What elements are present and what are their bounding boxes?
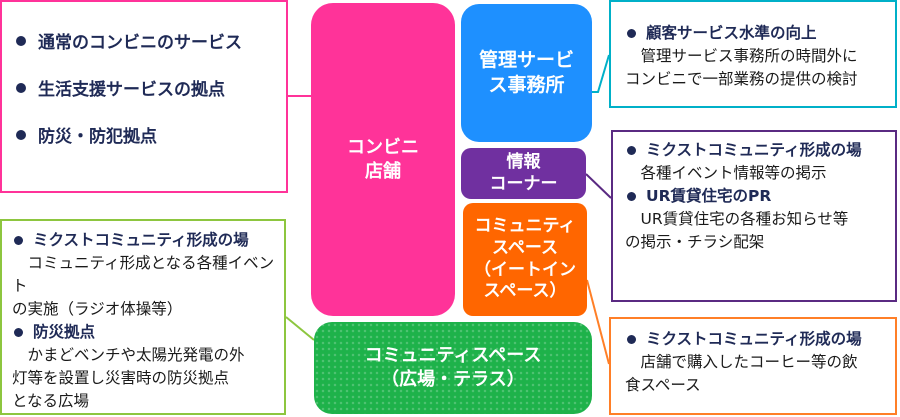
bullet-icon — [627, 146, 636, 155]
bullet-icon — [14, 328, 23, 337]
store-service-label: 防災・防犯拠点 — [38, 127, 157, 147]
info-item-title: ミクストコミュニティ形成の場 — [625, 139, 891, 162]
management-description-box: 顧客サービス水準の向上 管理サービス事務所の時間外に コンビニで一部業務の提供の… — [609, 0, 897, 108]
plaza-description-box: ミクストコミュニティ形成の場 コミュニティ形成となる各種イベント の実施（ラジオ… — [0, 219, 286, 415]
eat-in-item-title-label: ミクストコミュニティ形成の場 — [646, 330, 862, 348]
plaza-item-title-label: 防災拠点 — [33, 323, 96, 341]
connector-plaza-left-bottom — [285, 316, 315, 341]
management-item-title: 顧客サービス水準の向上 — [625, 22, 891, 45]
info-item-title-label: UR賃貸住宅のPR — [646, 187, 772, 205]
info-item-title: UR賃貸住宅のPR — [625, 185, 891, 208]
plaza-item-title: 防災拠点 — [12, 321, 280, 344]
connector-info-right-middle — [585, 173, 612, 199]
plaza-item-detail: かまどベンチや太陽光発電の外 灯等を設置し災害時の防災拠点 となる広場 — [12, 346, 245, 410]
store-service-label: 通常のコンビニのサービス — [38, 33, 242, 53]
store-service-item: 防災・防犯拠点 — [16, 122, 286, 147]
bullet-icon — [627, 335, 636, 344]
eat-in-item-detail: 店舗で購入したコーヒー等の飲 食スペース — [625, 353, 858, 394]
plaza-item-title: ミクストコミュニティ形成の場 — [12, 229, 280, 252]
info-item-detail: UR賃貸住宅の各種お知らせ等 の掲示・チラシ配架 — [625, 210, 849, 251]
bullet-icon — [14, 236, 23, 245]
bullet-icon — [627, 29, 636, 38]
eat-in-item-title: ミクストコミュニティ形成の場 — [625, 328, 891, 351]
info-item-title-label: ミクストコミュニティ形成の場 — [646, 141, 862, 159]
bullet-icon — [16, 129, 26, 140]
bullet-icon — [16, 35, 26, 46]
store-service-item: 生活支援サービスの拠点 — [16, 75, 286, 100]
eat-in-description-box: ミクストコミュニティ形成の場 店舗で購入したコーヒー等の飲 食スペース — [609, 317, 897, 415]
connector-management-right-top — [592, 54, 610, 93]
bullet-icon — [627, 192, 636, 201]
plaza-item-title-label: ミクストコミュニティ形成の場 — [33, 231, 249, 249]
convenience-store-block: コンビニ 店舗 — [311, 3, 455, 316]
plaza-item-detail: コミュニティ形成となる各種イベント の実施（ラジオ体操等） — [12, 254, 275, 318]
bullet-icon — [16, 82, 26, 93]
management-item-detail: 管理サービス事務所の時間外に コンビニで一部業務の提供の検討 — [625, 47, 858, 88]
management-office-block: 管理サービ ス事務所 — [461, 4, 592, 142]
store-service-item: 通常のコンビニのサービス — [16, 28, 286, 53]
info-item-detail: 各種イベント情報等の掲示 — [625, 164, 827, 182]
management-item-title-label: 顧客サービス水準の向上 — [646, 24, 817, 42]
info-corner-description-box: ミクストコミュニティ形成の場 各種イベント情報等の掲示 UR賃貸住宅のPR UR… — [611, 130, 897, 302]
info-corner-block: 情報 コーナー — [461, 148, 586, 199]
plaza-terrace-block: コミュニティスペース （広場・テラス） — [314, 322, 592, 414]
store-service-label: 生活支援サービスの拠点 — [38, 80, 225, 100]
eat-in-space-block: コミュニティ スペース （イートイン スペース） — [463, 203, 587, 316]
store-services-box: 通常のコンビニのサービス 生活支援サービスの拠点 防災・防犯拠点 — [0, 0, 288, 193]
